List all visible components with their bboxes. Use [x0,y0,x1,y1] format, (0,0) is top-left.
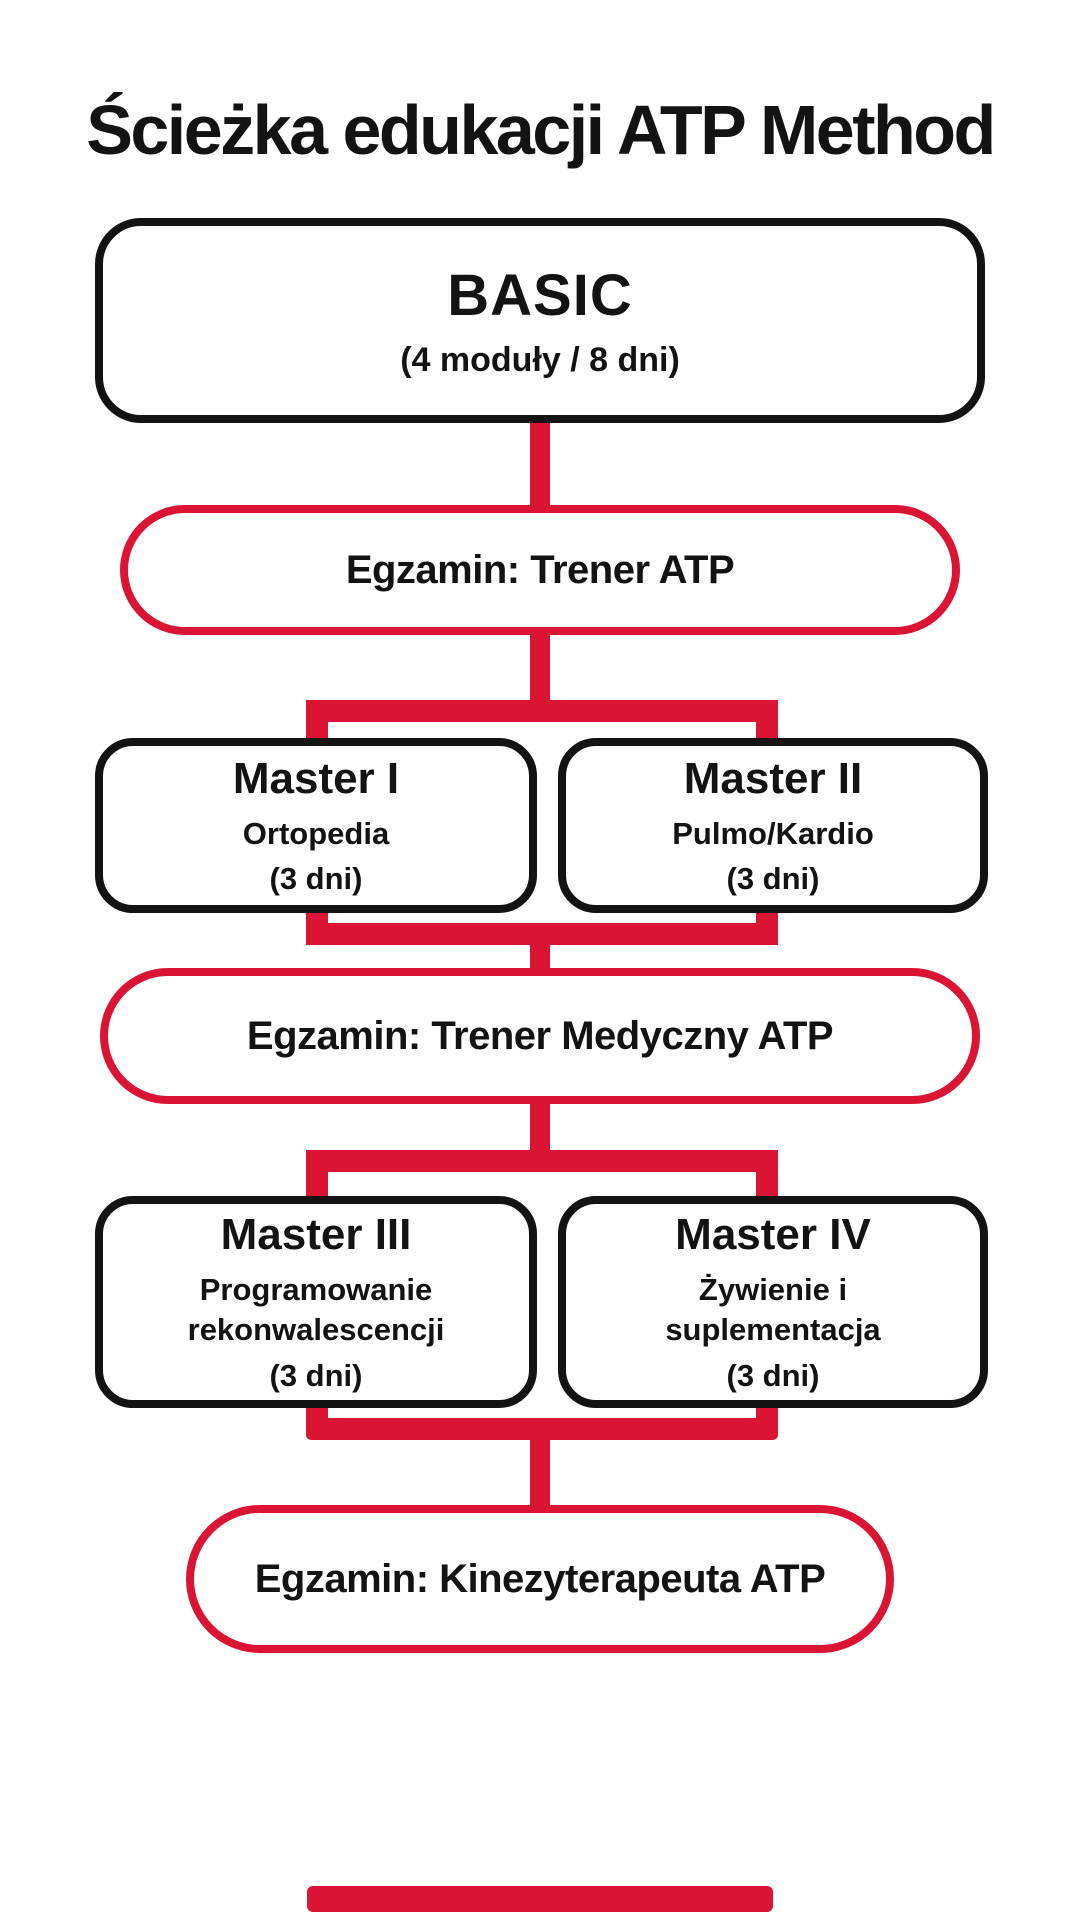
master4-box: Master IV Żywienie i suplementacja (3 dn… [558,1196,988,1408]
basic-box: BASIC (4 moduły / 8 dni) [95,218,985,423]
connector-branch2-to-exam3 [530,1432,550,1512]
page-title: Ścieżka edukacji ATP Method [86,91,996,169]
master2-subtitle: Pulmo/Kardio [672,815,874,851]
master3-subtitle: Programowanie rekonwalescencji [187,1272,445,1347]
branch2-bottom-bar [306,1418,778,1440]
connector-exam1-stub [530,628,550,712]
master2-box: Master II Pulmo/Kardio (3 dni) [558,738,988,913]
branch1-top-bar [306,700,778,722]
connector-exam2-stub [530,1098,550,1162]
master4-duration: (3 dni) [726,1357,820,1393]
master1-duration: (3 dni) [269,861,363,897]
master1-title: Master I [232,753,400,803]
basic-title: BASIC [447,262,633,328]
master4-title: Master IV [675,1210,871,1260]
connector-basic-to-exam1 [530,415,550,510]
exam3-label: Egzamin: Kinezyterapeuta ATP [254,1556,826,1601]
exam2-label: Egzamin: Trener Medyczny ATP [246,1013,834,1058]
exam1-pill: Egzamin: Trener ATP [120,505,960,635]
master4-subtitle: Żywienie i suplementacja [665,1272,881,1347]
exam1-label: Egzamin: Trener ATP [345,547,735,592]
exam2-pill: Egzamin: Trener Medyczny ATP [100,968,980,1104]
exam3-pill: Egzamin: Kinezyterapeuta ATP [186,1505,894,1653]
master1-subtitle: Ortopedia [242,815,390,851]
branch2-top-bar [306,1150,778,1172]
branch1-bottom-bar [306,923,778,945]
master3-duration: (3 dni) [269,1357,363,1393]
master3-title: Master III [220,1210,412,1260]
master1-box: Master I Ortopedia (3 dni) [95,738,537,913]
basic-subtitle: (4 moduły / 8 dni) [400,340,680,379]
master3-box: Master III Programowanie rekonwalescencj… [95,1196,537,1408]
bottom-accent-bar [307,1886,773,1912]
master2-title: Master II [683,753,863,803]
master2-duration: (3 dni) [726,861,820,897]
